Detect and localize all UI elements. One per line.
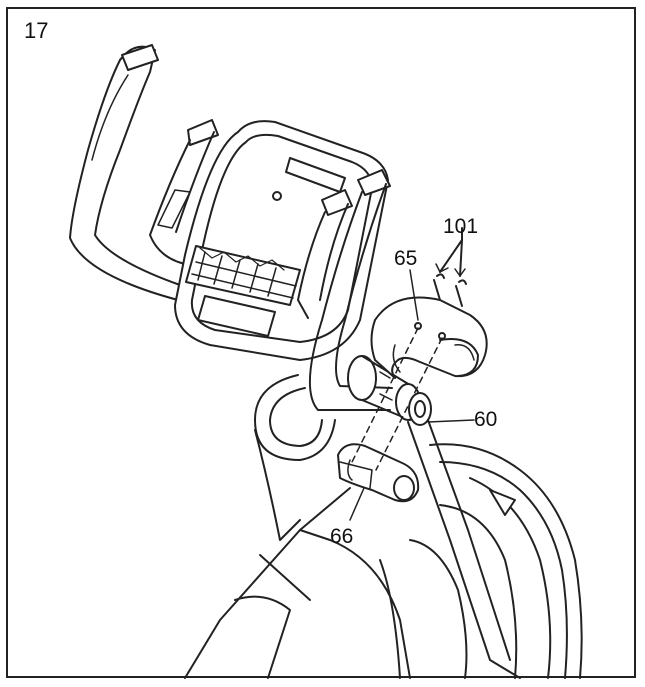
left-upper-handlebar xyxy=(69,44,181,301)
lower-arm xyxy=(407,419,521,679)
right-upper-handlebar xyxy=(309,169,393,411)
leader-lines xyxy=(349,269,475,521)
callout-65: 65 xyxy=(394,247,418,270)
right-inner-handle xyxy=(297,189,353,319)
console xyxy=(174,120,389,361)
left-inner-handle xyxy=(149,119,219,266)
callout-60: 60 xyxy=(474,408,498,431)
loop-handle xyxy=(254,374,336,461)
callout-101: 101 xyxy=(443,215,479,238)
frame-body xyxy=(184,429,583,679)
lower-shield-66 xyxy=(337,443,420,503)
alignment-lines xyxy=(351,327,443,471)
callout-66: 66 xyxy=(330,525,354,548)
step-number: 17 xyxy=(24,18,49,43)
upper-shield-65 xyxy=(370,296,488,379)
screws-101 xyxy=(433,227,467,307)
